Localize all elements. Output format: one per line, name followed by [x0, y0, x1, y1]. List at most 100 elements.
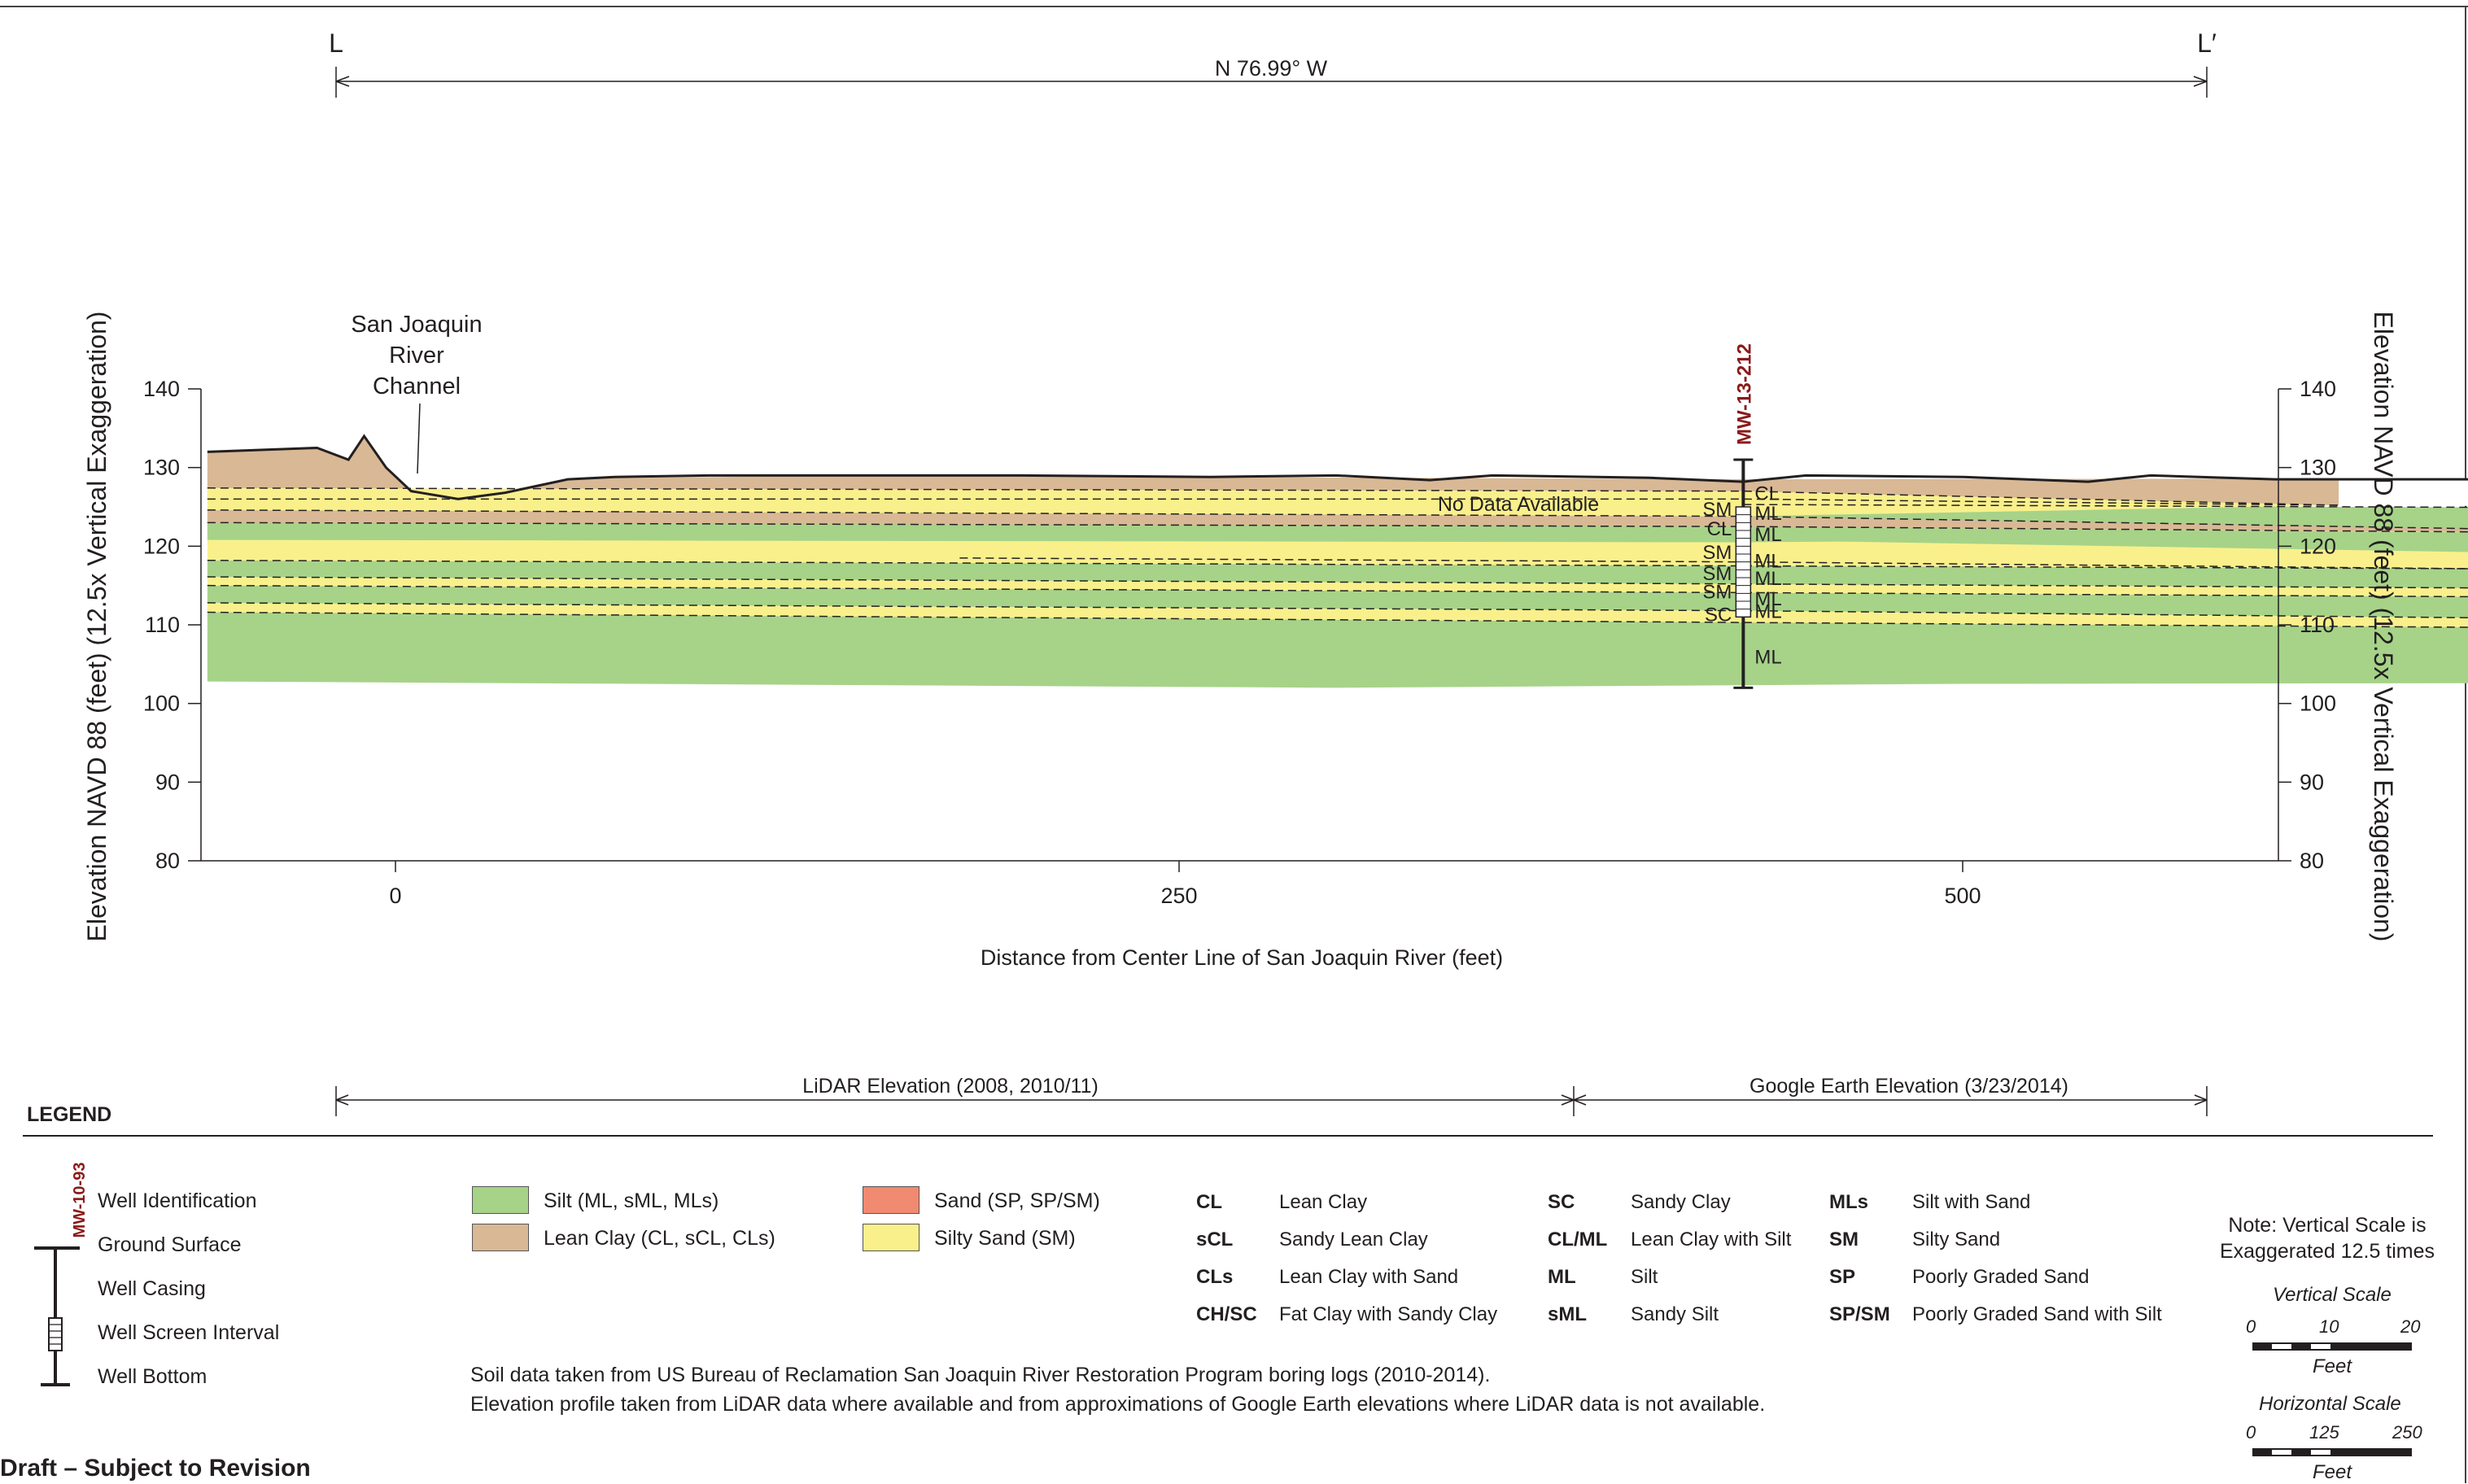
lean-clay-middle [207, 509, 2468, 532]
y-tick-label-left-120: 120 [143, 534, 180, 558]
abbr-desc-5: Lean Clay with Silt [1631, 1229, 1792, 1250]
mw-13-212-lith-bottom: ML [1754, 647, 1781, 669]
legend-swatch-silt [472, 1186, 529, 1214]
horizontal-scale-bar [2252, 1448, 2412, 1456]
silty-sand-top [207, 499, 2339, 517]
mw-13-212-lith-left-0: SM [1702, 499, 1732, 521]
legend-symbol-well-identification: Well Identification [98, 1189, 257, 1212]
note-elevation-profile: Elevation profile taken from LiDAR data … [470, 1393, 1766, 1416]
horizontal-scale-unit: Feet [2313, 1461, 2352, 1483]
abbr-desc-10: Poorly Graded Sand [1912, 1266, 2090, 1288]
y-tick-label-right-140: 140 [2300, 377, 2336, 401]
y-axis-label-left: Elevation NAVD 88 (feet) (12.5x Vertical… [82, 312, 111, 942]
abbr-code-2: CLs [1196, 1266, 1234, 1288]
y-tick-label-right-120: 120 [2300, 534, 2336, 558]
mw-13-212-id-label: MW-13-212 [1733, 343, 1755, 445]
legend-swatch-lean-clay [472, 1224, 529, 1251]
legend-symbol-ground-surface: Ground Surface [98, 1233, 242, 1256]
abbr-desc-2: Lean Clay with Sand [1279, 1266, 1459, 1288]
legend-swatch-sand [863, 1186, 919, 1214]
lidar-source-label: LiDAR Elevation (2008, 2010/11) [802, 1075, 1099, 1098]
y-tick-label-right-130: 130 [2300, 456, 2336, 480]
x-axis-label: Distance from Center Line of San Joaquin… [981, 945, 1503, 970]
y-tick-label-left-130: 130 [143, 456, 180, 480]
contact-4 [207, 522, 2468, 533]
legend-symbol-well-casing: Well Casing [98, 1277, 206, 1300]
mw-13-212-lith-right-0: CL [1754, 483, 1780, 505]
section-right-label: L′ [2197, 28, 2217, 58]
mw-13-212-lith-left-3: SM [1702, 563, 1732, 585]
legend-screen-symbol [48, 1317, 63, 1351]
abbr-desc-6: Silt [1631, 1266, 1658, 1288]
vertical-scale-tick-10: 10 [2319, 1316, 2339, 1337]
horizontal-scale-title: Horizontal Scale [2259, 1393, 2401, 1415]
y-tick-label-right-90: 90 [2300, 770, 2324, 794]
river-label-line2: River [389, 343, 444, 369]
mw-13-212-lith-left-1: CL [1707, 518, 1732, 540]
mw-13-212-lith-left-5: SC [1705, 604, 1732, 626]
vertical-scale-bar [2252, 1342, 2412, 1351]
y-tick-label-right-100: 100 [2300, 692, 2336, 716]
silty-sand-lower [207, 602, 2468, 627]
no-data-area [2339, 478, 2468, 506]
mw-13-212-lith-right-4: ML [1754, 568, 1781, 590]
section-left-label: L [329, 28, 343, 58]
abbr-code-8: MLs [1829, 1191, 1868, 1213]
contact-2 [207, 498, 2339, 506]
vertical-scale-title: Vertical Scale [2273, 1284, 2392, 1306]
vertical-scale-unit: Feet [2313, 1355, 2352, 1377]
silty-sand-middle [207, 577, 2468, 597]
source-arrowheads [335, 1094, 2208, 1106]
abbr-code-5: CL/ML [1548, 1229, 1608, 1250]
y-tick-label-left-80: 80 [155, 849, 180, 873]
y-tick-label-right-80: 80 [2300, 849, 2324, 873]
abbr-code-3: CH/SC [1196, 1303, 1257, 1325]
horizontal-scale-tick-0: 0 [2246, 1422, 2256, 1443]
vertical-scale-tick-20: 20 [2400, 1316, 2421, 1337]
silt-upper-left [207, 522, 2468, 543]
no-data-label: No Data Available [1438, 493, 1599, 516]
mw-13-212-lith-right-2: ML [1754, 524, 1781, 546]
y-tick-label-left-90: 90 [155, 770, 180, 794]
abbr-desc-3: Fat Clay with Sandy Clay [1279, 1303, 1498, 1325]
abbr-desc-7: Sandy Silt [1631, 1303, 1719, 1325]
section-bearing: N 76.99° W [1215, 56, 1328, 81]
y-tick-label-left-140: 140 [143, 377, 180, 401]
horizontal-scale-tick-125: 125 [2309, 1422, 2339, 1443]
legend-screen-slots [49, 1324, 62, 1345]
silt-lower-unit [207, 609, 2468, 688]
abbr-code-10: SP [1829, 1266, 1856, 1288]
y-tick-label-left-100: 100 [143, 692, 180, 716]
abbr-code-1: sCL [1196, 1229, 1234, 1250]
note-soil-data: Soil data taken from US Bureau of Reclam… [470, 1364, 1491, 1386]
mw-13-212-lith-left-2: SM [1702, 542, 1732, 564]
abbr-desc-11: Poorly Graded Sand with Silt [1912, 1303, 2162, 1325]
abbr-desc-0: Lean Clay [1279, 1191, 1368, 1213]
abbr-code-4: SC [1548, 1191, 1575, 1213]
legend-swatch-silty-sand [863, 1224, 919, 1251]
horizontal-scale-tick-250: 250 [2392, 1422, 2422, 1443]
vertical-exaggeration-note-line1: Note: Vertical Scale is [2228, 1214, 2427, 1237]
ground-surface-line [207, 434, 2468, 500]
abbr-code-9: SM [1829, 1229, 1859, 1250]
soil-layers [207, 436, 2468, 688]
mw-13-212-lith-right-5: ML [1754, 588, 1781, 610]
legend-symbol-well-screen: Well Screen Interval [98, 1321, 280, 1344]
abbr-desc-1: Sandy Lean Clay [1279, 1229, 1428, 1250]
mw-13-212-lith-left-4: SM [1702, 581, 1732, 603]
contact-7 [207, 559, 2468, 570]
abbr-desc-9: Silty Sand [1912, 1229, 2001, 1250]
river-label-line3: Channel [373, 373, 461, 399]
draft-label: Draft – Subject to Revision [0, 1455, 311, 1482]
abbr-code-0: CL [1196, 1191, 1222, 1213]
legend-symbol-well-bottom: Well Bottom [98, 1365, 207, 1388]
wells: MW-13-212MW-13-211CLMLMLMLMLMLMLSMCLSMSM… [1702, 343, 1782, 689]
legend-well-id-sample: MW-10-93 [71, 1163, 89, 1238]
contact-1 [207, 487, 2339, 506]
google-source-label: Google Earth Elevation (3/23/2014) [1749, 1075, 2068, 1098]
legend-title: LEGEND [27, 1103, 112, 1126]
y-axis-label-right: Elevation NAVD 88 (feet) (12.5x Vertical… [2369, 312, 2398, 942]
x-tick-label-500: 500 [1944, 884, 1981, 908]
vertical-exaggeration-note-line2: Exaggerated 12.5 times [2219, 1240, 2435, 1263]
